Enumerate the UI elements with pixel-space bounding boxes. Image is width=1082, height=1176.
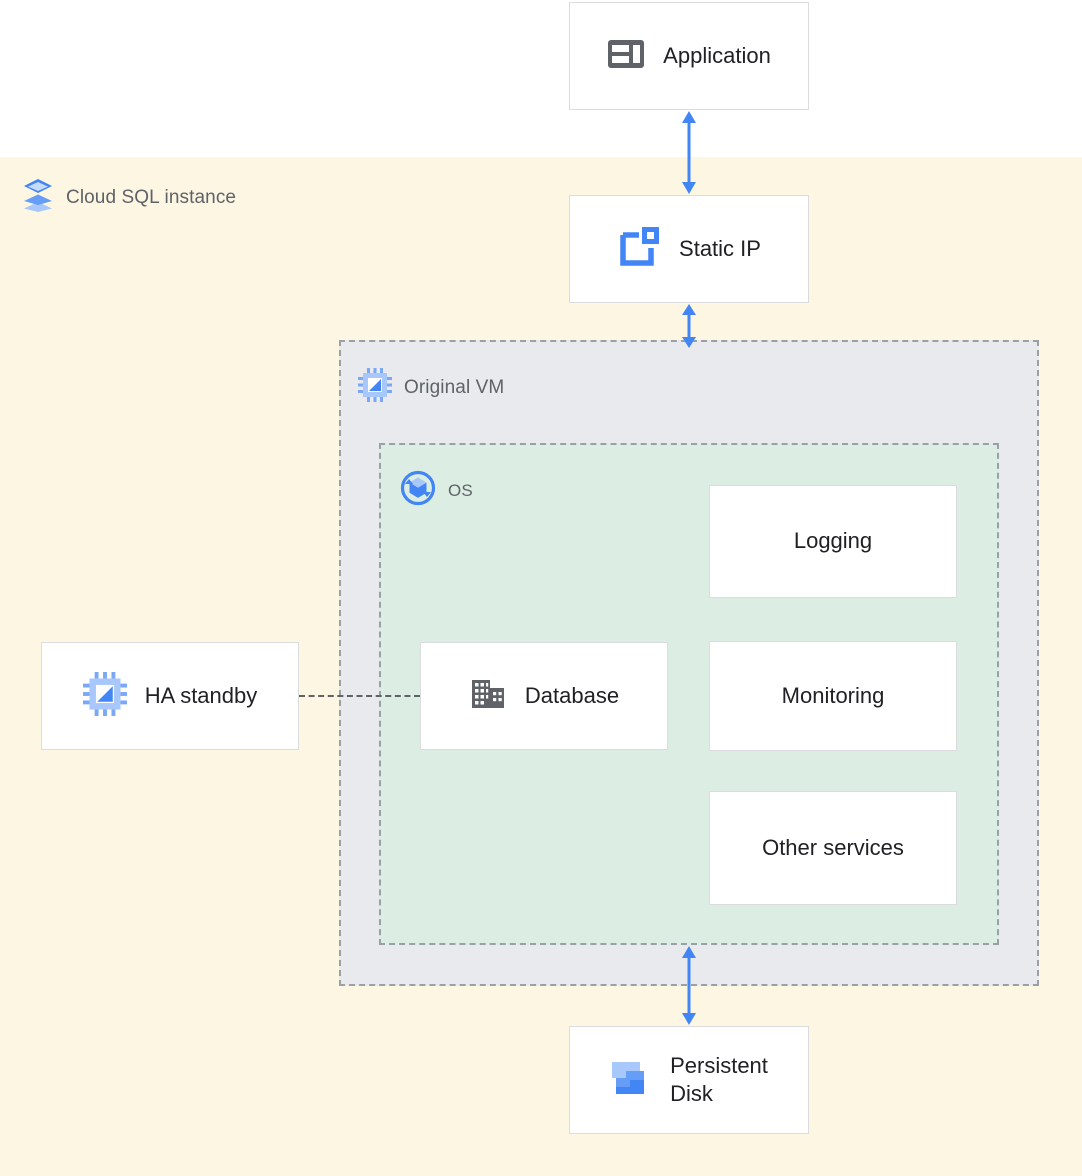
- node-application[interactable]: Application: [569, 2, 809, 110]
- node-label-monitoring: Monitoring: [781, 682, 885, 708]
- node-database[interactable]: Database: [420, 642, 668, 750]
- node-monitoring[interactable]: Monitoring: [709, 641, 957, 751]
- node-label-static-ip: Static IP: [679, 235, 761, 261]
- node-ha-standby[interactable]: HA standby: [41, 642, 299, 750]
- node-static-ip[interactable]: Static IP: [569, 195, 809, 303]
- node-label-database: Database: [524, 682, 620, 708]
- node-label-persistent-disk: Persistent Disk: [670, 1052, 768, 1106]
- node-logging[interactable]: Logging: [709, 485, 957, 598]
- region-label-os: OS: [448, 480, 473, 500]
- node-label-other-services: Other services: [762, 834, 904, 860]
- region-label-cloud-sql-instance: Cloud SQL instance: [66, 186, 237, 208]
- persistent-disk-icon: [610, 1058, 650, 1103]
- region-header-cloud-sql-instance: Cloud SQL instance: [22, 178, 236, 217]
- os-circle-icon: [400, 470, 436, 511]
- region-label-original-vm: Original VM: [404, 376, 505, 398]
- connector-ha-standby-to-database: [299, 695, 420, 697]
- database-building-icon: [469, 675, 507, 718]
- static-ip-icon: [617, 225, 661, 274]
- node-other-services[interactable]: Other services: [709, 791, 957, 905]
- dashboard-layout-icon: [607, 35, 645, 78]
- cpu-chip-icon: [358, 368, 392, 407]
- cpu-chip-icon: [82, 671, 127, 721]
- node-label-ha-standby: HA standby: [144, 682, 258, 708]
- layers-icon: [22, 178, 54, 217]
- arrow-application-to-static-ip: [673, 110, 705, 195]
- arrow-static-ip-to-original-vm: [673, 303, 705, 349]
- node-persistent-disk[interactable]: Persistent Disk: [569, 1026, 809, 1134]
- region-header-original-vm: Original VM: [358, 368, 504, 407]
- node-label-application: Application: [663, 42, 771, 68]
- node-label-logging: Logging: [793, 528, 873, 554]
- region-header-os: OS: [400, 470, 473, 511]
- arrow-os-to-persistent-disk: [673, 945, 705, 1026]
